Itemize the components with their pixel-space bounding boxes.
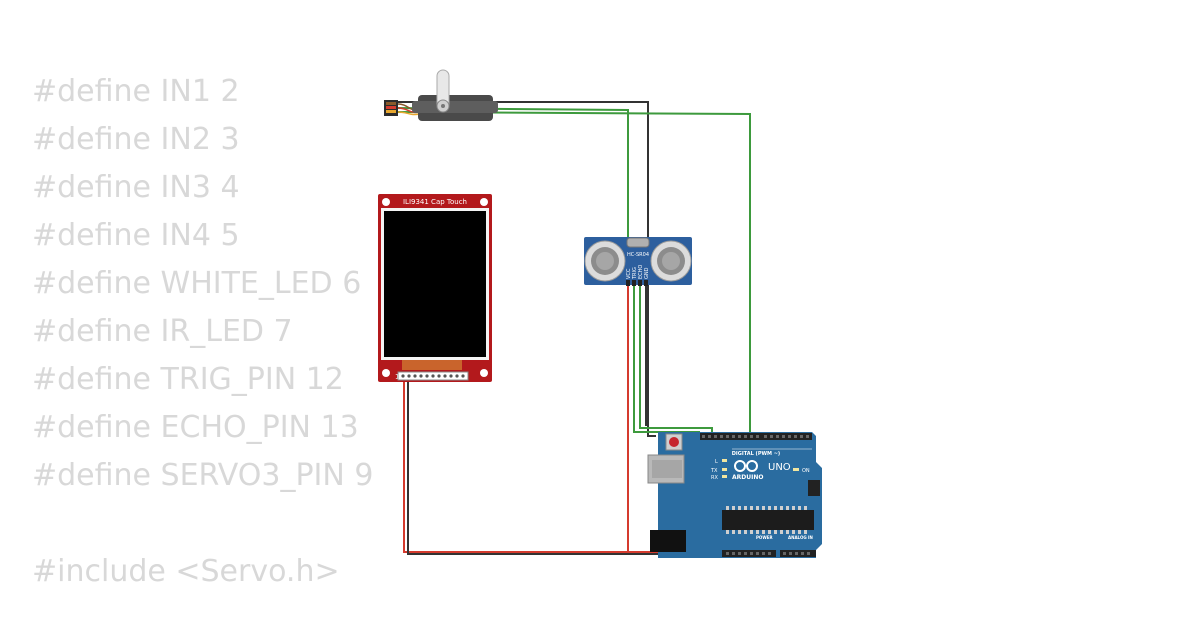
svg-text:GND: GND xyxy=(644,267,650,279)
wire-sonar-echo[interactable] xyxy=(639,285,713,434)
code-line: #define IN4 5 xyxy=(32,218,240,253)
svg-text:ECHO: ECHO xyxy=(638,265,644,279)
power-label: POWER xyxy=(756,535,773,540)
code-line: #define TRIG_PIN 12 xyxy=(32,362,344,397)
arduino-logo xyxy=(734,460,758,472)
ili9341-display[interactable]: ILI9341 Cap Touch 1 xyxy=(378,194,492,382)
servo-motor[interactable] xyxy=(384,69,498,121)
code-line: #define WHITE_LED 6 xyxy=(32,266,362,301)
led-on-label: ON xyxy=(802,468,810,474)
wire-tft-gnd[interactable] xyxy=(407,380,720,555)
code-line: #include <Servo.h> xyxy=(32,554,340,589)
atmega-chip xyxy=(722,510,814,530)
arduino-brand: ARDUINO xyxy=(732,474,763,481)
code-line: #define ECHO_PIN 13 xyxy=(32,410,359,445)
svg-text:VCC: VCC xyxy=(626,268,632,279)
tft-flex-cable xyxy=(402,360,462,370)
wire-sonar-trig[interactable] xyxy=(633,285,700,433)
arduino-model: UNO xyxy=(768,462,791,473)
code-line: #define IN1 2 xyxy=(32,74,240,109)
sonar-crystal xyxy=(626,237,650,248)
code-listing: #define IN1 2 #define IN2 3 #define IN3 … xyxy=(32,68,373,596)
led-l-label: L xyxy=(715,459,718,465)
sonar-header-pins[interactable] xyxy=(626,280,648,286)
hc-sr04-sensor[interactable]: HC-SR04 VCC TRIG ECHO GND xyxy=(584,237,692,286)
tft-pin1-label: 1 xyxy=(395,373,399,381)
tft-label: ILI9341 Cap Touch xyxy=(403,198,467,206)
sonar-label: HC-SR04 xyxy=(627,252,649,258)
sonar-pin-labels: VCC TRIG ECHO GND xyxy=(626,265,650,280)
code-line: #define IN3 4 xyxy=(32,170,240,205)
code-line: #define IN2 3 xyxy=(32,122,240,157)
tft-screen xyxy=(384,211,486,357)
led-rx-label: RX xyxy=(711,475,718,481)
led-tx-label: TX xyxy=(710,468,718,474)
svg-text:TRIG: TRIG xyxy=(632,267,638,280)
power-header[interactable] xyxy=(722,550,776,557)
power-jack[interactable] xyxy=(650,530,686,552)
wire-servo-signal[interactable] xyxy=(394,111,751,434)
icsp-header[interactable] xyxy=(808,480,820,496)
wire-tft-vcc[interactable] xyxy=(403,380,660,553)
arduino-uno[interactable]: DIGITAL (PWM ~) L TX RX ARDUINO UNO ON xyxy=(647,432,822,558)
digital-label: DIGITAL (PWM ~) xyxy=(732,451,780,457)
code-line: #define SERVO3_PIN 9 xyxy=(32,458,374,493)
code-line: #define IR_LED 7 xyxy=(32,314,293,349)
analog-label: ANALOG IN xyxy=(788,535,813,540)
